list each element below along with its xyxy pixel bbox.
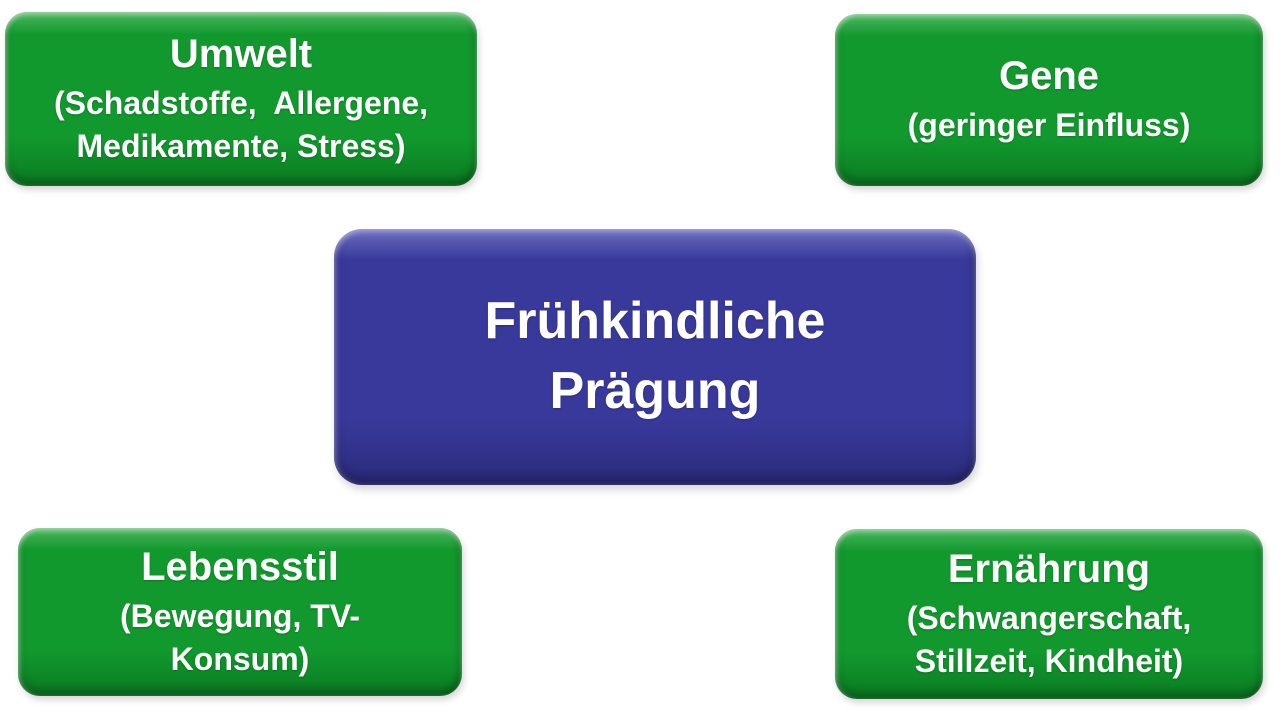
node-umwelt: Umwelt (Schadstoffe, Allergene, Medikame…: [5, 12, 477, 186]
node-ernaehrung-title: Ernährung: [947, 547, 1151, 592]
node-gene: Gene (geringer Einfluss): [835, 14, 1263, 186]
node-ernaehrung-subtitle: (Schwangerschaft, Stillzeit, Kindheit): [906, 600, 1192, 679]
node-gene-title: Gene: [998, 54, 1100, 99]
node-lebensstil-title: Lebensstil: [141, 545, 339, 590]
node-central-topic-label: Frühkindliche Prägung: [484, 292, 826, 420]
node-lebensstil: Lebensstil (Bewegung, TV- Konsum): [18, 528, 462, 696]
node-umwelt-title: Umwelt: [169, 32, 313, 77]
node-ernaehrung: Ernährung (Schwangerschaft, Stillzeit, K…: [835, 529, 1263, 699]
node-lebensstil-subtitle: (Bewegung, TV- Konsum): [120, 598, 360, 677]
node-gene-subtitle: (geringer Einfluss): [907, 107, 1191, 144]
node-umwelt-subtitle: (Schadstoffe, Allergene, Medikamente, St…: [54, 85, 428, 164]
node-central-topic: Frühkindliche Prägung: [334, 229, 976, 485]
